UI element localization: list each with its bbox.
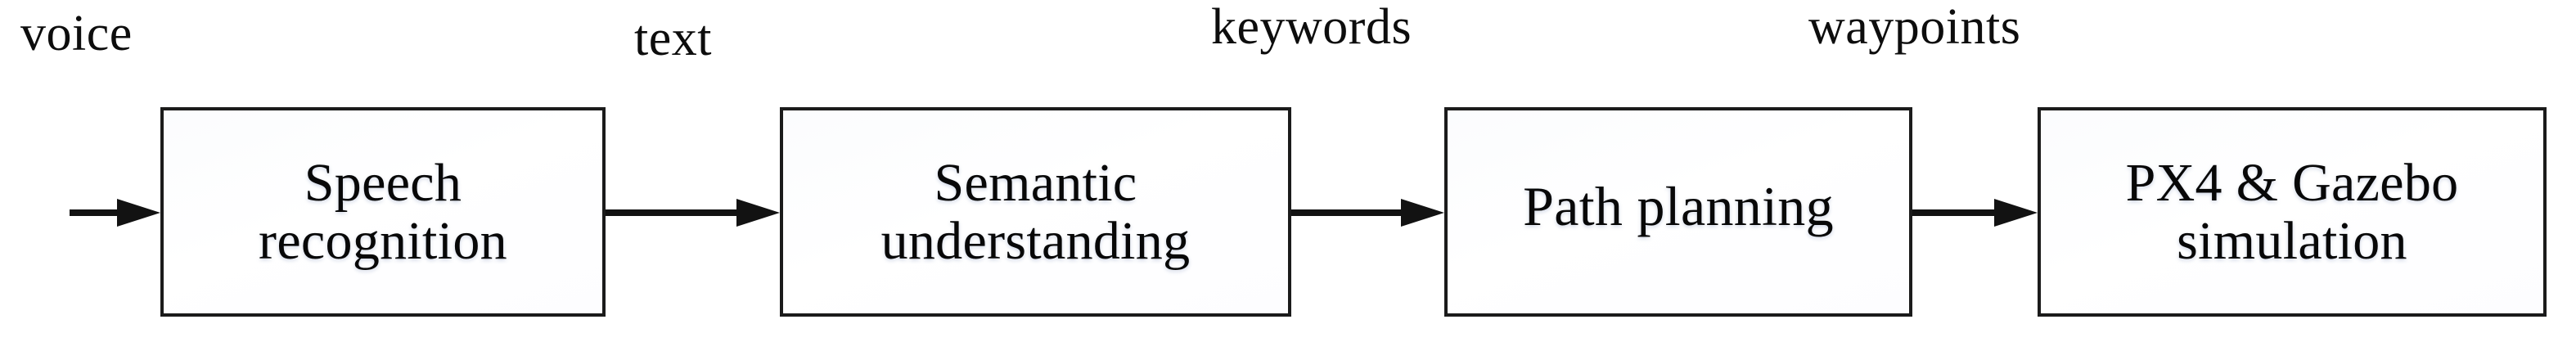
arrow-semantic-understanding-to-path-planning: [1291, 196, 1444, 229]
node-label-path-planning: Path planning: [1523, 175, 1834, 238]
arrow-speech-recognition-to-semantic-understanding: [606, 196, 780, 229]
edge-label-keywords: keywords: [1211, 0, 1412, 55]
arrow-path-planning-to-px4-gazebo-simulation: [1912, 196, 2038, 229]
node-label-px4-gazebo-simulation: PX4 & Gazebo simulation: [2125, 152, 2459, 271]
node-label-semantic-understanding: Semantic understanding: [880, 152, 1191, 271]
edge-label-text: text: [634, 11, 712, 66]
node-label-speech-recognition: Speech recognition: [259, 152, 507, 271]
arrow-input-to-speech-recognition: [70, 196, 160, 229]
node-speech-recognition[interactable]: Speech recognition: [160, 107, 606, 317]
node-px4-gazebo-simulation[interactable]: PX4 & Gazebo simulation: [2038, 107, 2547, 317]
edge-label-voice: voice: [20, 6, 133, 61]
node-path-planning[interactable]: Path planning: [1444, 107, 1912, 317]
node-semantic-understanding[interactable]: Semantic understanding: [780, 107, 1291, 317]
edge-label-waypoints: waypoints: [1808, 0, 2021, 55]
